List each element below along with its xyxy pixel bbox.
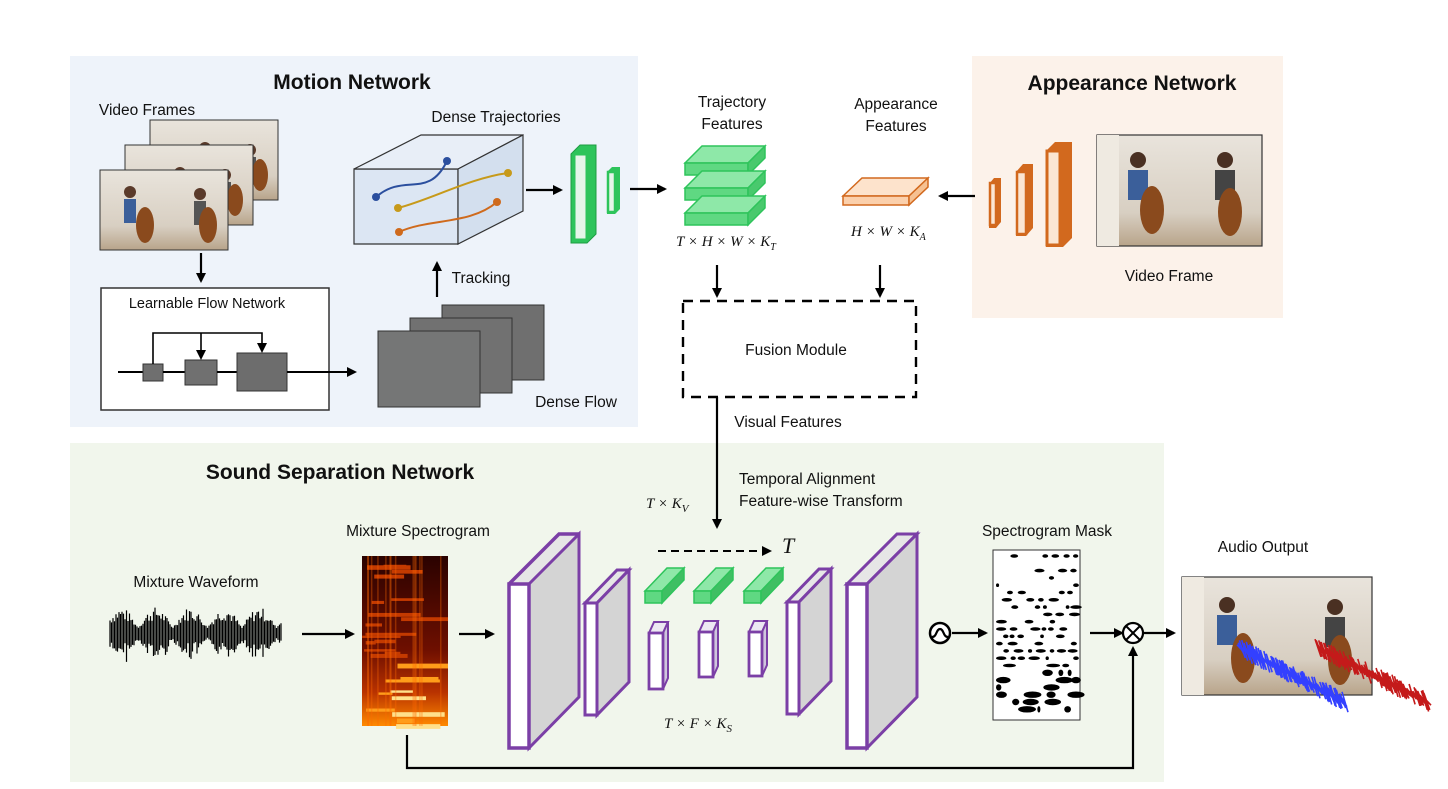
appearance-network-title: Appearance Network	[1028, 72, 1237, 95]
mixture-waveform-label: Mixture Waveform	[133, 574, 258, 591]
dense-flow-label: Dense Flow	[535, 394, 618, 411]
motion-network-title: Motion Network	[273, 71, 431, 94]
multiply-icon	[1121, 621, 1145, 645]
audio-output-frame	[1181, 576, 1373, 696]
spectrogram-mask	[992, 549, 1085, 721]
dense-trajectories-label: Dense Trajectories	[431, 109, 560, 126]
feature-wise-transform-label: Feature-wise Transform	[739, 493, 903, 510]
flow-network-graph	[118, 332, 357, 392]
trajectory-features-label-2: Features	[701, 116, 762, 133]
dense-trajectories-cube	[353, 134, 524, 245]
learnable-flow-network-label: Learnable Flow Network	[129, 296, 286, 312]
learnable-flow-network-box	[100, 287, 330, 411]
appearance-features-label-1: Appearance	[854, 96, 938, 113]
unet-bottleneck	[647, 620, 769, 691]
temporal-alignment-label: Temporal Alignment	[739, 471, 876, 488]
unet-dims: T × F × KS	[664, 716, 732, 735]
time-symbol: T	[782, 533, 796, 558]
sigmoid-icon	[928, 621, 952, 645]
mixture-spectrogram-label: Mixture Spectrogram	[346, 523, 490, 540]
visual-dims: T × KV	[646, 496, 690, 515]
sound-separation-title: Sound Separation Network	[206, 461, 475, 484]
mixture-waveform	[109, 607, 282, 662]
trajectory-cnn	[570, 144, 620, 244]
feature-transform-blocks	[643, 566, 785, 605]
video-frames-stack	[99, 119, 279, 251]
unet-encoder	[507, 530, 633, 752]
visual-features-label: Visual Features	[734, 414, 842, 431]
dense-flow-stack	[377, 304, 545, 408]
spectrogram-mask-label: Spectrogram Mask	[982, 523, 1112, 540]
appearance-cnn	[988, 142, 1072, 247]
appearance-features-label-2: Features	[865, 118, 926, 135]
appearance-video-frame	[1096, 134, 1263, 247]
video-frame-label: Video Frame	[1125, 268, 1213, 285]
trajectory-features-slabs	[683, 144, 767, 227]
separated-waveform-red	[1314, 638, 1432, 712]
appearance-dims: H × W × KA	[850, 224, 927, 243]
tracking-label: Tracking	[452, 270, 511, 287]
video-frames-label: Video Frames	[99, 102, 195, 119]
fusion-module-box	[681, 299, 918, 399]
fusion-module-label: Fusion Module	[745, 342, 847, 359]
trajectory-dims: T × H × W × KT	[676, 234, 777, 253]
separated-waveform-blue	[1236, 639, 1349, 713]
trajectory-features-label-1: Trajectory	[698, 94, 767, 111]
mixture-spectrogram	[362, 556, 448, 729]
skip-connection-line	[405, 646, 1138, 770]
audio-output-label: Audio Output	[1218, 539, 1309, 556]
unet-decoder	[783, 530, 921, 752]
appearance-features-slab	[841, 176, 930, 207]
